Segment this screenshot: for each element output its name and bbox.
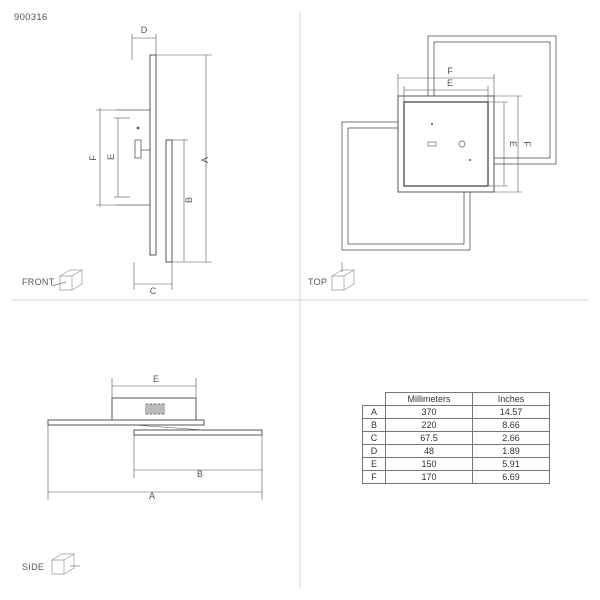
top-terminal (427, 141, 437, 147)
top-screw-2 (469, 159, 471, 161)
table-cell: B (362, 418, 386, 432)
table-cell: 8.66 (472, 418, 550, 432)
side-view: E B A (47, 374, 263, 575)
table-cell: 1.89 (472, 444, 550, 458)
side-view-label: SIDE (22, 562, 45, 572)
top-view: F E E F (330, 35, 557, 291)
side-rear-panel (47, 419, 205, 426)
table-cell: 170 (385, 470, 473, 484)
table-cell: 6.69 (472, 470, 550, 484)
dimension-a-label-front: A (200, 157, 210, 163)
front-screw (136, 126, 140, 130)
side-front-panel (133, 429, 263, 436)
dimension-c-label-front: C (150, 286, 157, 296)
table-cell: 220 (385, 418, 473, 432)
dimension-f-label-top-vertical: F (522, 141, 532, 147)
table-cell: E (362, 457, 386, 471)
dimension-e-label-front: E (106, 154, 116, 160)
dimension-e-label-top-vertical: E (508, 141, 518, 147)
side-vent-slots (145, 403, 165, 415)
dimension-b-label-front: B (184, 197, 194, 203)
table-cell: F (362, 470, 386, 484)
table-header-cell (362, 392, 386, 406)
top-canopy-inner (403, 101, 489, 187)
table-row: E 150 5.91 (362, 457, 550, 471)
dimension-e-label-top: E (447, 78, 453, 88)
front-front-panel (165, 139, 173, 263)
table-cell: 48 (385, 444, 473, 458)
top-view-label: TOP (308, 277, 328, 287)
table-cell: 150 (385, 457, 473, 471)
dimensions-table: Millimeters Inches A 370 14.57 B 220 8.6… (362, 392, 550, 484)
top-canopy-outer (397, 95, 495, 193)
table-row: B 220 8.66 (362, 418, 550, 432)
front-rear-panel (149, 54, 157, 256)
dimension-d-label: D (141, 25, 148, 35)
table-cell: A (362, 405, 386, 419)
table-cell: 14.57 (472, 405, 550, 419)
table-header-cell: Inches (472, 392, 550, 406)
table-cell: 67.5 (385, 431, 473, 445)
top-cable-hole (458, 140, 466, 148)
top-screw-1 (431, 123, 433, 125)
front-mount-body (116, 109, 157, 206)
table-cell: D (362, 444, 386, 458)
dimension-f-label-top: F (447, 66, 453, 76)
side-view-cube-icon (50, 553, 80, 575)
table-header-cell: Millimeters (385, 392, 473, 406)
table-cell: 2.66 (472, 431, 550, 445)
dimension-f-label-front: F (88, 155, 98, 161)
front-view-label: FRONT (22, 277, 55, 287)
table-row: C 67.5 2.66 (362, 431, 550, 445)
table-row: D 48 1.89 (362, 444, 550, 458)
front-view: D A B F E C (51, 25, 212, 296)
dimension-b-label-side: B (197, 469, 203, 479)
dimension-a-label-side: A (149, 491, 155, 501)
table-header-row: Millimeters Inches (362, 392, 550, 406)
table-row: A 370 14.57 (362, 405, 550, 419)
table-cell: 5.91 (472, 457, 550, 471)
dimension-e-label-side: E (153, 374, 159, 384)
product-code: 900316 (14, 12, 48, 23)
front-view-cube-icon (51, 269, 84, 291)
table-cell: C (362, 431, 386, 445)
table-cell: 370 (385, 405, 473, 419)
top-view-cube-icon (330, 262, 356, 291)
table-row: F 170 6.69 (362, 470, 550, 484)
